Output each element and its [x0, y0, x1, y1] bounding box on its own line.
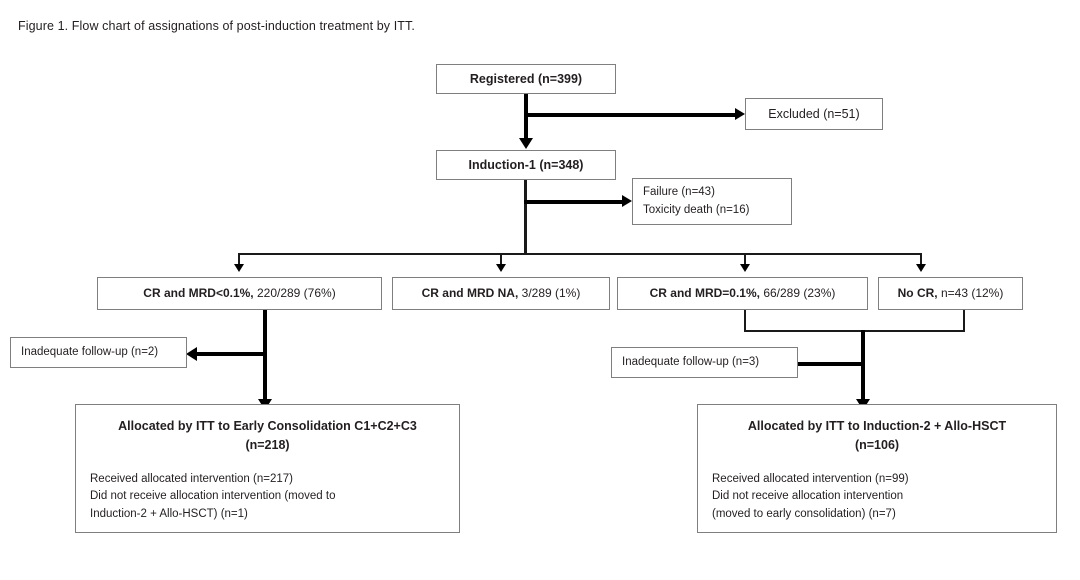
arrowhead-crmrd-low: [234, 264, 244, 272]
figure-caption: Figure 1. Flow chart of assignations of …: [18, 19, 415, 33]
node-cr-mrd-low[interactable]: CR and MRD<0.1%, 220/289 (76%): [97, 277, 382, 310]
node-cr-mrd-na-text: CR and MRD NA, 3/289 (1%): [422, 285, 581, 302]
connector-split-bus: [238, 253, 922, 255]
alloc-right-body-line2: Did not receive allocation intervention: [712, 490, 904, 503]
alloc-left-title: Allocated by ITT to Early Consolidation …: [90, 417, 445, 455]
node-excluded[interactable]: Excluded (n=51): [745, 98, 883, 130]
connector-to-inadequate-left: [195, 352, 265, 356]
connector-left-down: [263, 310, 267, 403]
alloc-left-body-line2: Did not receive allocation intervention …: [90, 490, 336, 503]
node-cr-mrd-eq-rest: 66/289 (23%): [759, 286, 836, 301]
node-cr-mrd-eq-text: CR and MRD=0.1%, 66/289 (23%): [650, 285, 836, 302]
node-allocated-early-consolidation[interactable]: Allocated by ITT to Early Consolidation …: [75, 404, 460, 533]
node-inadequate-followup-left-label: Inadequate follow-up (n=2): [21, 345, 159, 358]
node-no-cr-rest: n=43 (12%): [937, 286, 1004, 301]
node-induction1[interactable]: Induction-1 (n=348): [436, 150, 616, 180]
node-inadequate-followup-right-label: Inadequate follow-up (n=3): [622, 355, 760, 368]
arrowhead-no-cr: [916, 264, 926, 272]
node-failure-toxicity[interactable]: Failure (n=43) Toxicity death (n=16): [632, 178, 792, 225]
connector-to-inadequate-right: [795, 362, 863, 366]
alloc-left-title-line1: Allocated by ITT to Early Consolidation …: [118, 419, 417, 433]
node-excluded-label: Excluded (n=51): [768, 106, 860, 121]
alloc-right-body-line1: Received allocated intervention (n=99): [712, 472, 909, 485]
arrowhead-crmrd-na: [496, 264, 506, 272]
arrowhead-inadequate-left: [186, 347, 197, 361]
node-no-cr-bold: No CR,: [897, 286, 938, 301]
node-cr-mrd-eq-bold: CR and MRD=0.1%,: [649, 286, 760, 301]
alloc-left-body: Received allocated intervention (n=217) …: [90, 471, 445, 524]
node-no-cr[interactable]: No CR, n=43 (12%): [878, 277, 1023, 310]
alloc-right-title: Allocated by ITT to Induction-2 + Allo-H…: [712, 417, 1042, 455]
alloc-right-body: Received allocated intervention (n=99) D…: [712, 471, 1042, 524]
alloc-left-title-line2: (n=218): [245, 437, 290, 452]
connector-stub-crmrd-na: [500, 253, 502, 267]
arrowhead-failure: [622, 195, 632, 207]
connector-merge-stub-no-cr: [963, 310, 965, 332]
alloc-right-title-line2: (n=106): [854, 437, 900, 452]
alloc-right-title-line1: Allocated by ITT to Induction-2 + Allo-H…: [747, 419, 1007, 433]
node-inadequate-followup-left[interactable]: Inadequate follow-up (n=2): [10, 337, 187, 368]
arrowhead-induction1: [519, 138, 533, 149]
node-failure-line2: Toxicity death (n=16): [643, 203, 750, 216]
alloc-right-body-line3: (moved to early consolidation) (n=7): [712, 508, 896, 521]
connector-registered-to-induction1: [524, 94, 528, 142]
arrowhead-excluded: [735, 108, 745, 120]
node-registered[interactable]: Registered (n=399): [436, 64, 616, 94]
node-cr-mrd-eq[interactable]: CR and MRD=0.1%, 66/289 (23%): [617, 277, 868, 310]
connector-to-failure: [524, 200, 626, 204]
node-inadequate-followup-right[interactable]: Inadequate follow-up (n=3): [611, 347, 798, 378]
node-cr-mrd-low-text: CR and MRD<0.1%, 220/289 (76%): [143, 285, 335, 302]
node-cr-mrd-na[interactable]: CR and MRD NA, 3/289 (1%): [392, 277, 610, 310]
connector-stub-crmrd-eq: [744, 253, 746, 267]
alloc-left-body-line1: Received allocated intervention (n=217): [90, 472, 293, 485]
node-cr-mrd-na-bold: CR and MRD NA,: [421, 286, 519, 301]
node-no-cr-text: No CR, n=43 (12%): [898, 285, 1004, 302]
node-cr-mrd-low-bold: CR and MRD<0.1%,: [143, 286, 254, 301]
node-failure-line1: Failure (n=43): [643, 185, 715, 198]
node-cr-mrd-low-rest: 220/289 (76%): [253, 286, 336, 301]
node-registered-label: Registered (n=399): [469, 71, 583, 86]
connector-merge-stub-crmrd-eq: [744, 310, 746, 332]
node-induction1-label: Induction-1 (n=348): [468, 157, 584, 172]
alloc-left-body-line3: Induction-2 + Allo-HSCT) (n=1): [90, 508, 248, 521]
node-allocated-induction2-allohsct[interactable]: Allocated by ITT to Induction-2 + Allo-H…: [697, 404, 1057, 533]
connector-induction1-down: [524, 180, 527, 254]
node-cr-mrd-na-rest: 3/289 (1%): [518, 286, 581, 301]
connector-merge-bus-right: [744, 330, 965, 332]
connector-right-down: [861, 330, 865, 403]
connector-stub-crmrd-low: [238, 253, 240, 267]
connector-stub-no-cr: [920, 253, 922, 267]
arrowhead-crmrd-eq: [740, 264, 750, 272]
connector-to-excluded: [524, 113, 740, 117]
